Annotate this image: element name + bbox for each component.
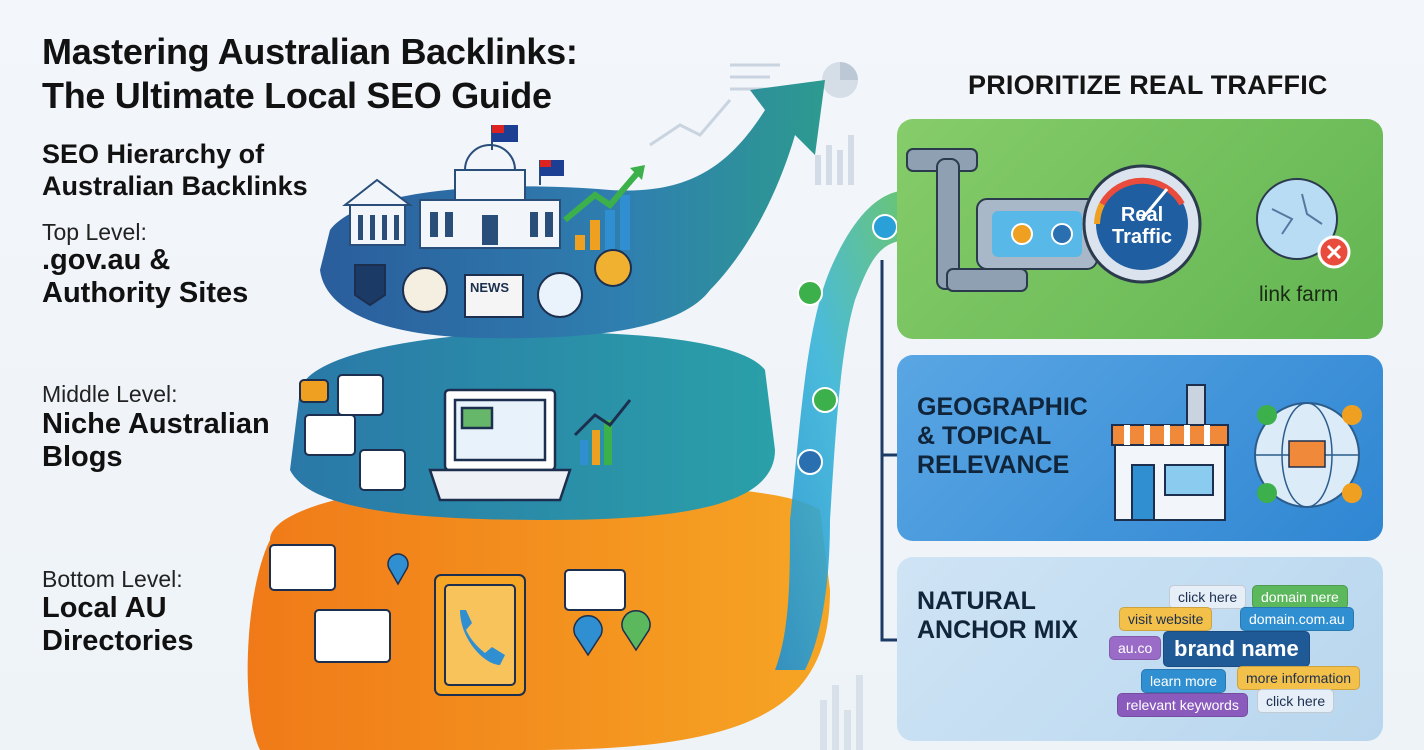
background-bars-decoration — [820, 675, 863, 750]
blog-laptop-icon — [428, 388, 572, 502]
middle-level-name-line1: Niche Australian — [42, 408, 270, 440]
anchor-mix-line2: ANCHOR MIX — [917, 616, 1079, 644]
relevance-text: GEOGRAPHIC & TOPICAL RELEVANCE — [917, 393, 1088, 480]
tag-domain-com-au: domain.com.au — [1240, 607, 1354, 631]
tag-au-co: au.co — [1109, 636, 1162, 660]
directory-icons-group — [269, 544, 626, 696]
hierarchy-title-line1: SEO Hierarchy of — [42, 139, 265, 169]
tag-visit-website: visit website — [1119, 607, 1213, 631]
hierarchy-title: SEO Hierarchy of Australian Backlinks — [42, 138, 308, 202]
bottom-level-name: Local AU Directories — [42, 592, 194, 658]
page-title-line1: Mastering Australian Backlinks: — [42, 31, 578, 72]
user-avatar-icons — [797, 214, 898, 475]
anchor-mix-panel: NATURAL ANCHOR MIX click here domain ner… — [897, 557, 1383, 741]
tag-click-here-bottom: click here — [1257, 689, 1335, 713]
storefront-icon — [1111, 384, 1229, 521]
relevance-line3: RELEVANCE — [917, 451, 1070, 479]
middle-level-label: Middle Level: — [42, 381, 178, 407]
australian-flag-icon-2 — [539, 160, 564, 185]
tag-more-information: more information — [1237, 666, 1361, 690]
pipe-illustration — [906, 148, 1351, 292]
middle-level-name: Niche Australian Blogs — [42, 408, 270, 474]
anchor-mix-text: NATURAL ANCHOR MIX — [917, 587, 1078, 645]
tag-brand-name: brand name — [1163, 631, 1310, 667]
anchor-mix-line1: NATURAL — [917, 587, 1036, 615]
gauge-icon — [1082, 164, 1202, 284]
page-title-line2: The Ultimate Local SEO Guide — [42, 75, 552, 116]
top-level-name: .gov.au & Authority Sites — [42, 244, 248, 310]
top-level-name-line1: .gov.au & — [42, 244, 171, 276]
gauge-label-line1: Real — [1120, 204, 1164, 226]
gauge-label-line2: Traffic — [1111, 226, 1173, 248]
store-globe-illustration — [1111, 384, 1362, 521]
background-chart-decoration — [649, 62, 858, 185]
bottom-level-name-line2: Directories — [42, 625, 194, 657]
hierarchy-title-line2: Australian Backlinks — [42, 171, 308, 201]
bottom-level-name-line1: Local AU — [42, 592, 167, 624]
prioritize-traffic-heading: PRIORITIZE REAL TRAFFIC — [968, 70, 1328, 100]
phone-icon — [460, 610, 505, 665]
broken-globe-icon — [1256, 178, 1351, 269]
real-traffic-panel: Real Traffic link farm — [897, 119, 1383, 339]
bottom-level-layer — [247, 479, 830, 750]
middle-level-name-line2: Blogs — [42, 441, 123, 473]
map-pin-icons — [387, 553, 651, 657]
tag-click-here-top: click here — [1169, 585, 1247, 609]
traffic-stream — [775, 190, 910, 670]
top-level-label: Top Level: — [42, 219, 147, 245]
bottom-level-label: Bottom Level: — [42, 566, 183, 592]
australian-flag-icon — [491, 125, 518, 150]
tag-learn-more: learn more — [1141, 669, 1226, 693]
news-label: NEWS — [470, 280, 509, 295]
local-globe-icon — [1254, 402, 1362, 508]
relevance-line1: GEOGRAPHIC — [917, 393, 1088, 421]
gauge-label: Real Traffic — [1095, 204, 1189, 248]
top-level-name-line2: Authority Sites — [42, 277, 249, 309]
link-farm-label: link farm — [1259, 283, 1339, 306]
tag-domain-here: domain nere — [1252, 585, 1348, 609]
growth-chart-icon — [563, 165, 645, 250]
top-level-layer — [320, 80, 825, 339]
relevance-line2: & TOPICAL — [917, 422, 1052, 450]
hierarchy-illustration: NEWS — [247, 80, 910, 750]
authority-badges-group — [354, 249, 632, 318]
tag-relevant-keywords: relevant keywords — [1117, 693, 1248, 717]
relevance-panel: GEOGRAPHIC & TOPICAL RELEVANCE — [897, 355, 1383, 541]
chat-bubbles-icon — [299, 374, 406, 491]
page-title: Mastering Australian Backlinks: The Ulti… — [42, 30, 578, 118]
middle-chart-icon — [573, 399, 632, 465]
